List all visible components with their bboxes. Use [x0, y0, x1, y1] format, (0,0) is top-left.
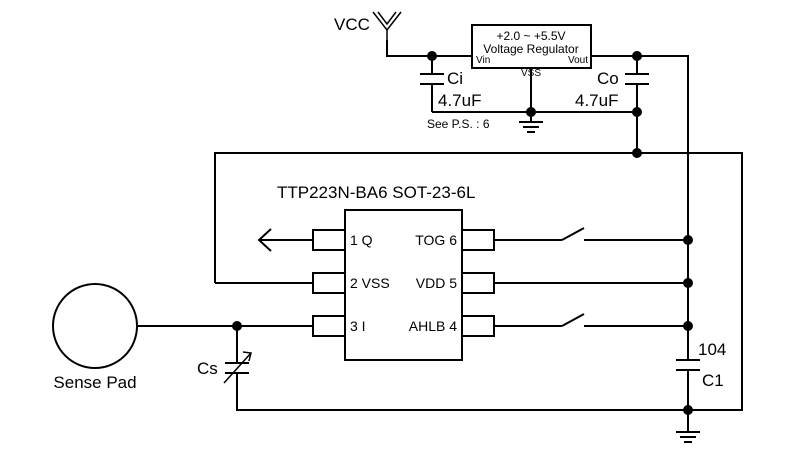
pin-5-box	[461, 272, 495, 294]
vcc-symbol	[372, 11, 472, 57]
sense-pad	[52, 283, 138, 369]
regulator-vout: Vout	[568, 55, 588, 66]
co-value: 4.7uF	[575, 91, 618, 110]
ci-name: Ci	[447, 69, 463, 88]
chip-title: TTP223N-BA6 SOT-23-6L	[277, 183, 475, 202]
pin-3-box	[312, 315, 346, 337]
pin-4-label: AHLB 4	[409, 318, 457, 334]
sense-pad-label: Sense Pad	[53, 373, 136, 392]
pin-3-label: 3 I	[350, 318, 366, 334]
ground-icon-bottom	[676, 431, 700, 443]
pin-4-box	[461, 315, 495, 337]
note-label: See P.S. : 6	[427, 117, 490, 131]
regulator-range: +2.0 ~ +5.5V	[496, 29, 565, 43]
pin-5-label: VDD 5	[416, 275, 457, 291]
tog-junction	[683, 235, 693, 245]
vdd-junction	[683, 278, 693, 288]
regulator-vin: Vin	[476, 55, 490, 66]
cs-capacitor	[223, 326, 252, 384]
ground-loop	[214, 152, 743, 411]
c1-value: 104	[698, 340, 726, 359]
c1-name: C1	[702, 371, 724, 390]
regulator-name: Voltage Regulator	[483, 42, 578, 56]
ahlb-junction	[683, 321, 693, 331]
cs-label: Cs	[197, 359, 218, 378]
output-arrow-icon	[257, 228, 313, 252]
co-junction	[632, 107, 642, 117]
ahlb-switch	[494, 313, 688, 327]
co-capacitor	[625, 56, 649, 153]
c1-capacitor	[676, 359, 700, 371]
vss-junction	[526, 107, 536, 117]
pin-1-label: 1 Q	[350, 232, 373, 248]
pin-6-label: TOG 6	[415, 232, 457, 248]
ci-value: 4.7uF	[438, 91, 481, 110]
pin-1-box	[312, 229, 346, 251]
pin-2-box	[312, 272, 346, 294]
pin-6-box	[461, 229, 495, 251]
vcc-label: VCC	[334, 15, 370, 34]
chip-body	[344, 209, 463, 361]
ground-icon	[519, 121, 543, 133]
vdd-bus	[591, 55, 689, 410]
tog-switch	[494, 227, 688, 241]
ci-capacitor	[420, 56, 444, 112]
co-name: Co	[597, 69, 619, 88]
frame-junction	[632, 148, 642, 158]
pin-2-label: 2 VSS	[350, 275, 390, 291]
